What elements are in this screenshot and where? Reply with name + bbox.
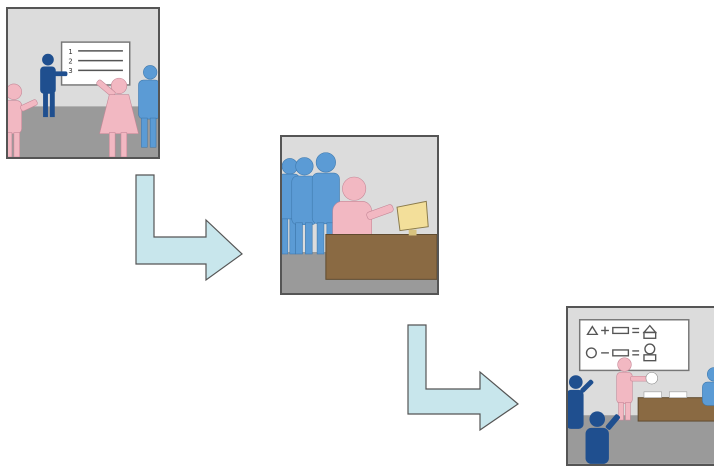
- step-2: 2: [68, 58, 72, 66]
- shape-equations: [585, 324, 658, 362]
- whiteboard-steps: 1 2 3: [68, 48, 72, 75]
- presentation-illustration: 1 2 3: [8, 9, 158, 157]
- queue-people: [282, 152, 340, 255]
- scene-teaching-panel: [566, 306, 714, 466]
- receptionist-pink: [332, 176, 394, 245]
- listener-light-blue: [138, 65, 158, 148]
- student-light-blue: [702, 367, 714, 406]
- scene-reception-panel: [280, 135, 439, 295]
- presenter-pink-pointing: [96, 77, 139, 157]
- students-dark-blue: [568, 375, 620, 464]
- computer-monitor: [396, 200, 429, 236]
- flow-arrow-2: [407, 324, 519, 432]
- scene-presentation-panel: 1 2 3: [6, 7, 160, 159]
- teaching-illustration: [568, 308, 714, 464]
- presenter-dark-blue: [40, 53, 68, 118]
- flow-arrow-1: [135, 174, 243, 282]
- teacher-pink: [616, 357, 658, 421]
- step-1: 1: [68, 48, 72, 56]
- shapes-whiteboard: [578, 319, 690, 372]
- reception-desk: [325, 234, 437, 280]
- whiteboard: [60, 41, 131, 86]
- listener-pink-left: [8, 83, 38, 157]
- reception-illustration: [282, 137, 437, 293]
- step-3: 3: [68, 67, 72, 75]
